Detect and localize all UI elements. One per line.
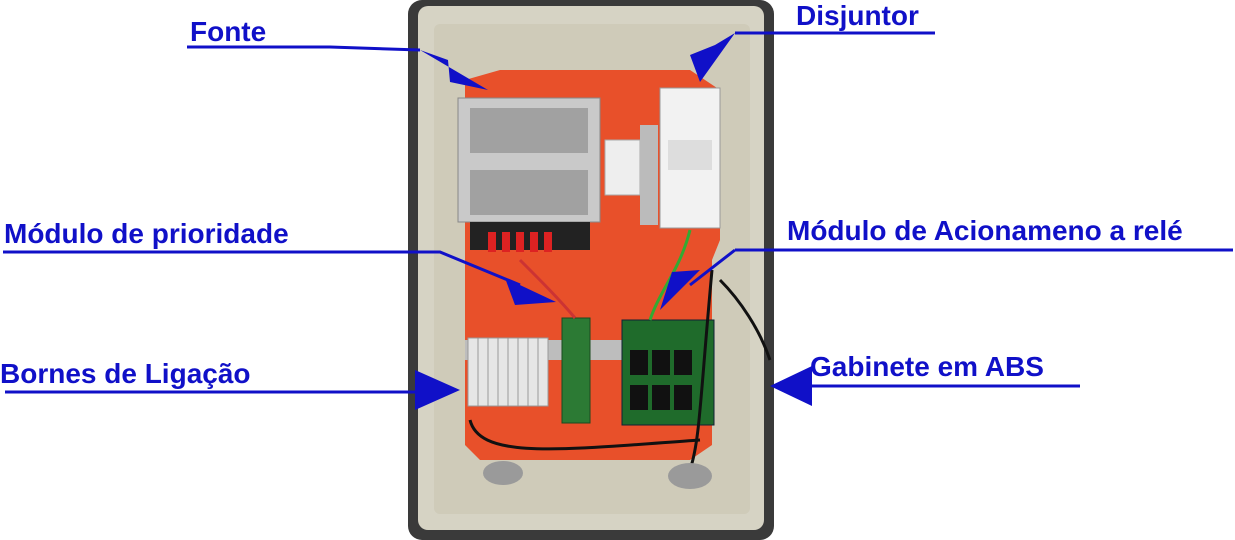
fonte-arrow-icon [420, 50, 488, 90]
label-disjuntor: Disjuntor [796, 0, 919, 31]
disjuntor-arrow-icon [690, 33, 735, 82]
priority-module [561, 317, 591, 424]
cable-gland [483, 461, 523, 485]
label-modulo-acionamento: Módulo de Acionameno a relé [787, 215, 1183, 246]
fonte-leader [187, 45, 421, 52]
cable-gland [668, 463, 712, 489]
label-modulo-prioridade: Módulo de prioridade [4, 218, 289, 249]
bornes-arrow-icon [415, 370, 460, 410]
acionamento-leader [689, 248, 1233, 287]
power-supply [457, 97, 601, 223]
acionamento-arrow-icon [660, 270, 700, 310]
prioridade-arrow-icon [505, 278, 556, 305]
label-fonte: Fonte [190, 16, 267, 47]
prioridade-leader [3, 250, 521, 287]
label-bornes: Bornes de Ligação [0, 358, 251, 389]
gabinete-arrow-icon [770, 366, 812, 406]
label-gabinete: Gabinete em ABS [810, 351, 1044, 382]
